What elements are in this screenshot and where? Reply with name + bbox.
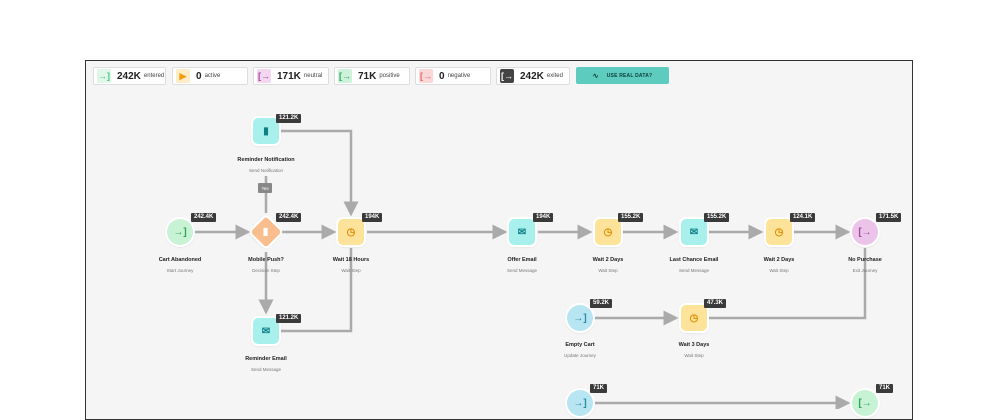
node-badge: 47.3K [704,299,727,308]
clock-icon: ◷ [689,312,699,324]
node-title: Offer Email [507,257,537,263]
node-wait-3-days[interactable]: ◷ [681,305,707,331]
exit-icon: [→ [858,397,872,409]
activity-icon: ∿ [592,72,599,80]
node-badge: 155.2K [704,213,730,222]
node-title: Wait 2 Days [592,257,624,263]
node-wait-2-days-second[interactable]: ◷ [766,219,792,245]
yes-branch-label: Yes [258,183,272,193]
mail-icon: ✉ [689,226,699,238]
play-icon: ▶ [176,69,190,83]
node-title: Mobile Push? [248,257,284,263]
node-bottom-end[interactable]: [→ [852,390,878,416]
node-subtitle: Send Message [678,268,710,273]
node-badge: 124.1K [790,213,816,222]
exit-icon: [→ [257,69,271,83]
exit-icon: [→ [858,226,872,238]
node-badge: 121.2K [276,114,302,123]
node-title: Last Chance Email [669,257,719,263]
node-badge: 155.2K [618,213,644,222]
use-real-data-button[interactable]: ∿USE REAL DATA? [576,67,669,84]
clock-icon: ◷ [774,226,784,238]
node-subtitle: Send Message [250,367,282,372]
node-badge: 194K [362,213,383,222]
enter-icon: →] [97,69,111,83]
node-subtitle: Send Notification [248,168,284,173]
node-wait-2-days[interactable]: ◷ [595,219,621,245]
enter-icon: →] [573,312,587,324]
phone-icon: ▮ [263,226,269,238]
node-subtitle: Wait Step [598,268,618,273]
node-badge: 121.2K [276,314,302,323]
node-subtitle: Exit Journey [852,268,878,273]
node-subtitle: Update Journey [564,353,596,358]
node-badge: 59.2K [590,299,613,308]
clock-icon: ◷ [346,226,356,238]
node-subtitle: Wait Step [341,268,361,273]
node-no-purchase[interactable]: [→ [852,219,878,245]
phone-icon: ▮ [263,125,269,137]
exit-icon: [→ [419,69,433,83]
node-reminder-notification[interactable]: ▮ [253,118,279,144]
clock-icon: ◷ [603,226,613,238]
node-subtitle: Wait Step [684,353,704,358]
node-subtitle: Wait Step [769,268,789,273]
mail-icon: ✉ [517,226,527,238]
node-title: Reminder Email [245,356,287,362]
node-badge: 242.4K [276,213,302,222]
node-title: Cart Abandoned [158,257,202,263]
node-title: Wait 3 Days [678,342,710,348]
node-bottom-start[interactable]: →] [567,390,593,416]
node-title: Empty Cart [565,342,595,348]
node-title: No Purchase [848,257,882,263]
mail-icon: ✉ [261,325,271,337]
enter-icon: →] [173,226,187,238]
node-badge: 171.5K [876,213,902,222]
connector-lines [193,129,867,409]
node-last-chance-email[interactable]: ✉ [681,219,707,245]
node-title: Wait 18 Hours [332,257,370,263]
exit-icon: [→ [338,69,352,83]
node-offer-email[interactable]: ✉ [509,219,535,245]
exit-icon: [→ [500,69,514,83]
node-reminder-email[interactable]: ✉ [253,318,279,344]
enter-icon: →] [573,397,587,409]
node-cart-abandoned[interactable]: →] [167,219,193,245]
node-subtitle: Start Journey [166,268,194,273]
node-title: Wait 2 Days [763,257,795,263]
node-title: Reminder Notification [237,157,295,163]
node-badge: 242.4K [191,213,217,222]
node-wait-18-hours[interactable]: ◷ [338,219,364,245]
node-empty-cart[interactable]: →] [567,305,593,331]
node-badge: 194K [533,213,554,222]
node-subtitle: Decision Step [252,268,280,273]
node-badge: 71K [876,384,894,393]
node-subtitle: Send Message [506,268,538,273]
node-badge: 71K [590,384,608,393]
